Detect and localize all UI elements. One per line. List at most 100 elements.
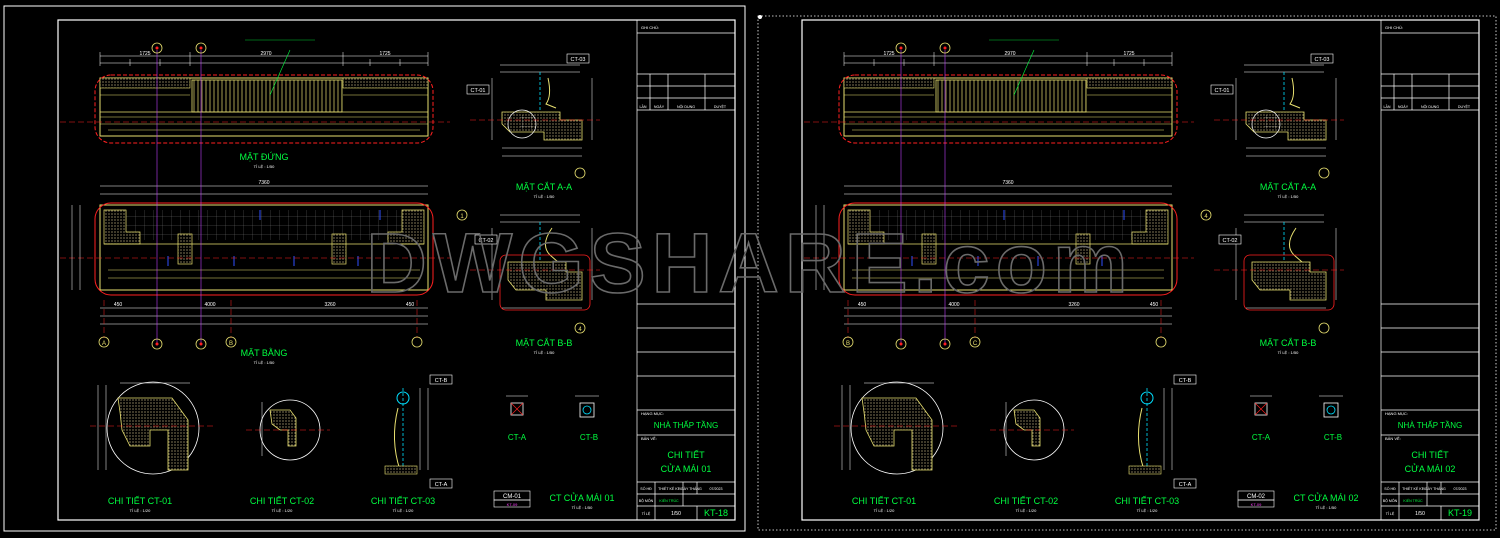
plan-dim-text: 3260 — [1068, 302, 1079, 308]
section-a-scale: TỈ LỆ : 1/50 — [534, 194, 555, 199]
callout-label: CT-A — [435, 482, 448, 488]
axis-marker-label: C — [973, 341, 978, 347]
ct-main-title: CT CỬA MÁI 02 — [1293, 492, 1358, 503]
sheet-2-corner-marker — [758, 15, 762, 19]
section-b-title: MẶT CẮT B-B — [516, 338, 573, 348]
callout-label: CT-A — [1179, 482, 1192, 488]
elevation-dim-text: 1725 — [883, 51, 894, 57]
sheet-2-frame — [757, 15, 1497, 531]
callout-label: CT-B — [1179, 378, 1192, 384]
plan-dim-text: 4000 — [948, 302, 959, 308]
drawing-title-line1: CHI TIẾT — [667, 450, 705, 460]
tb-discipline-value: KIẾN TRÚC — [1403, 498, 1423, 503]
elevation-dim-text: 1725 — [379, 51, 390, 57]
revision-header: LẦN — [640, 105, 647, 109]
detail-ct03-title: CHI TIẾT CT-03 — [371, 496, 435, 506]
elevation-dim-text: 1725 — [139, 51, 150, 57]
ct-main-scale: TỈ LỆ : 1/50 — [1316, 505, 1337, 510]
project-name: NHÀ THẤP TẦNG — [1398, 420, 1462, 430]
legend-tag-code: CM-02 — [1247, 494, 1266, 500]
revision-header: NGÀY — [1398, 105, 1409, 109]
plan-dim-text: 450 — [406, 302, 415, 308]
revision-header: LẦN — [1384, 105, 1391, 109]
revision-header: DUYỆT — [714, 104, 727, 109]
section-b-scale: TỈ LỆ : 1/50 — [1278, 350, 1299, 355]
drawing-label: BẢN VẼ: — [1385, 436, 1401, 441]
drawing-title-line1: CHI TIẾT — [1411, 450, 1449, 460]
tb-scale-label: TỈ LỆ — [1386, 511, 1395, 516]
revision-header: NỘI DUNG — [677, 104, 695, 109]
detail-cta-title: CT-A — [1252, 433, 1271, 442]
callout-label: CT-01 — [471, 88, 486, 94]
elevation-dim-text: 2970 — [1004, 51, 1015, 57]
callout-label: CT-02 — [479, 238, 494, 244]
axis-marker-label: 1 — [460, 214, 464, 220]
callout-label: CT-02 — [1223, 238, 1238, 244]
elevation-scale: TỈ LỆ : 1/50 — [254, 164, 275, 169]
revision-header: NỘI DUNG — [1421, 104, 1439, 109]
legend-tag-sub: KT-09 — [507, 502, 518, 507]
plan-dim-text: 450 — [858, 302, 867, 308]
legend-tag-code: CM-01 — [503, 494, 522, 500]
tb-contract-label: SỐ HĐ — [640, 486, 652, 491]
callout-box — [1310, 53, 1334, 64]
watermark-text: DWGSHARE.com — [366, 216, 1133, 310]
callout-label: CT-B — [435, 378, 448, 384]
detail-ct03-title: CHI TIẾT CT-03 — [1115, 496, 1179, 506]
callout-box — [1210, 84, 1234, 95]
tb-date-label: NGÀY THÁNG — [1422, 487, 1446, 491]
plan-dim-text: 7360 — [258, 180, 269, 186]
callout-box — [429, 478, 453, 489]
elevation-dim-text: 2970 — [260, 51, 271, 57]
axis-marker-label: 4 — [1204, 214, 1208, 220]
callout-box — [1218, 234, 1242, 245]
tb-contract-label: SỐ HĐ — [1384, 486, 1396, 491]
callout-label: CT-03 — [571, 57, 586, 63]
callout-box — [1173, 374, 1197, 385]
title-note-label: GHI CHÚ: — [1385, 25, 1403, 30]
project-label: HẠNG MỤC: — [641, 411, 664, 416]
axis-marker-label: B — [846, 341, 850, 347]
ct-main-title: CT CỬA MÁI 01 — [549, 492, 614, 503]
plan-scale: TỈ LỆ : 1/50 — [254, 360, 275, 365]
detail-ct02-scale: TỈ LỆ : 1/20 — [1016, 508, 1037, 513]
revision-header: DUYỆT — [1458, 104, 1471, 109]
tb-discipline-value: KIẾN TRÚC — [659, 498, 679, 503]
section-a-title: MẶT CẮT A-A — [1260, 182, 1316, 192]
ct-main-scale: TỈ LỆ : 1/50 — [572, 505, 593, 510]
detail-ct03-scale: TỈ LỆ : 1/20 — [1137, 508, 1158, 513]
sheet-number: KT-18 — [704, 508, 728, 518]
revision-header: NGÀY — [654, 105, 665, 109]
callout-label: CT-03 — [1315, 57, 1330, 63]
axis-marker-label: A — [102, 341, 106, 347]
callout-box — [566, 53, 590, 64]
tb-scale-value: 1/50 — [1415, 511, 1425, 517]
detail-ctb-title: CT-B — [580, 433, 598, 442]
detail-ct02-title: CHI TIẾT CT-02 — [994, 496, 1058, 506]
plan-dim-text: 4000 — [204, 302, 215, 308]
section-a-scale: TỈ LỆ : 1/50 — [1278, 194, 1299, 199]
detail-ct03-scale: TỈ LỆ : 1/20 — [393, 508, 414, 513]
tb-scale-label: TỈ LỆ — [642, 511, 651, 516]
axis-marker-label: 4 — [578, 327, 582, 333]
callout-box — [1173, 478, 1197, 489]
detail-ct02-scale: TỈ LỆ : 1/20 — [272, 508, 293, 513]
sheet-1-frame — [3, 5, 746, 532]
tb-date-value: 07/2023 — [710, 487, 723, 491]
drawing-title-line2: CỬA MÁI 02 — [1405, 463, 1456, 474]
callout-box — [429, 374, 453, 385]
tb-date-label: NGÀY THÁNG — [678, 487, 702, 491]
section-b-title: MẶT CẮT B-B — [1260, 338, 1317, 348]
detail-ct01-title: CHI TIẾT CT-01 — [852, 496, 916, 506]
plan-dim-text: 450 — [1150, 302, 1159, 308]
tb-date-value: 07/2023 — [1454, 487, 1467, 491]
legend-tag-sub: KT-09 — [1251, 502, 1262, 507]
callout-box — [474, 234, 498, 245]
detail-ct02-title: CHI TIẾT CT-02 — [250, 496, 314, 506]
drawing-label: BẢN VẼ: — [641, 436, 657, 441]
project-name: NHÀ THẤP TẦNG — [654, 420, 718, 430]
elevation-dim-text: 1725 — [1123, 51, 1134, 57]
